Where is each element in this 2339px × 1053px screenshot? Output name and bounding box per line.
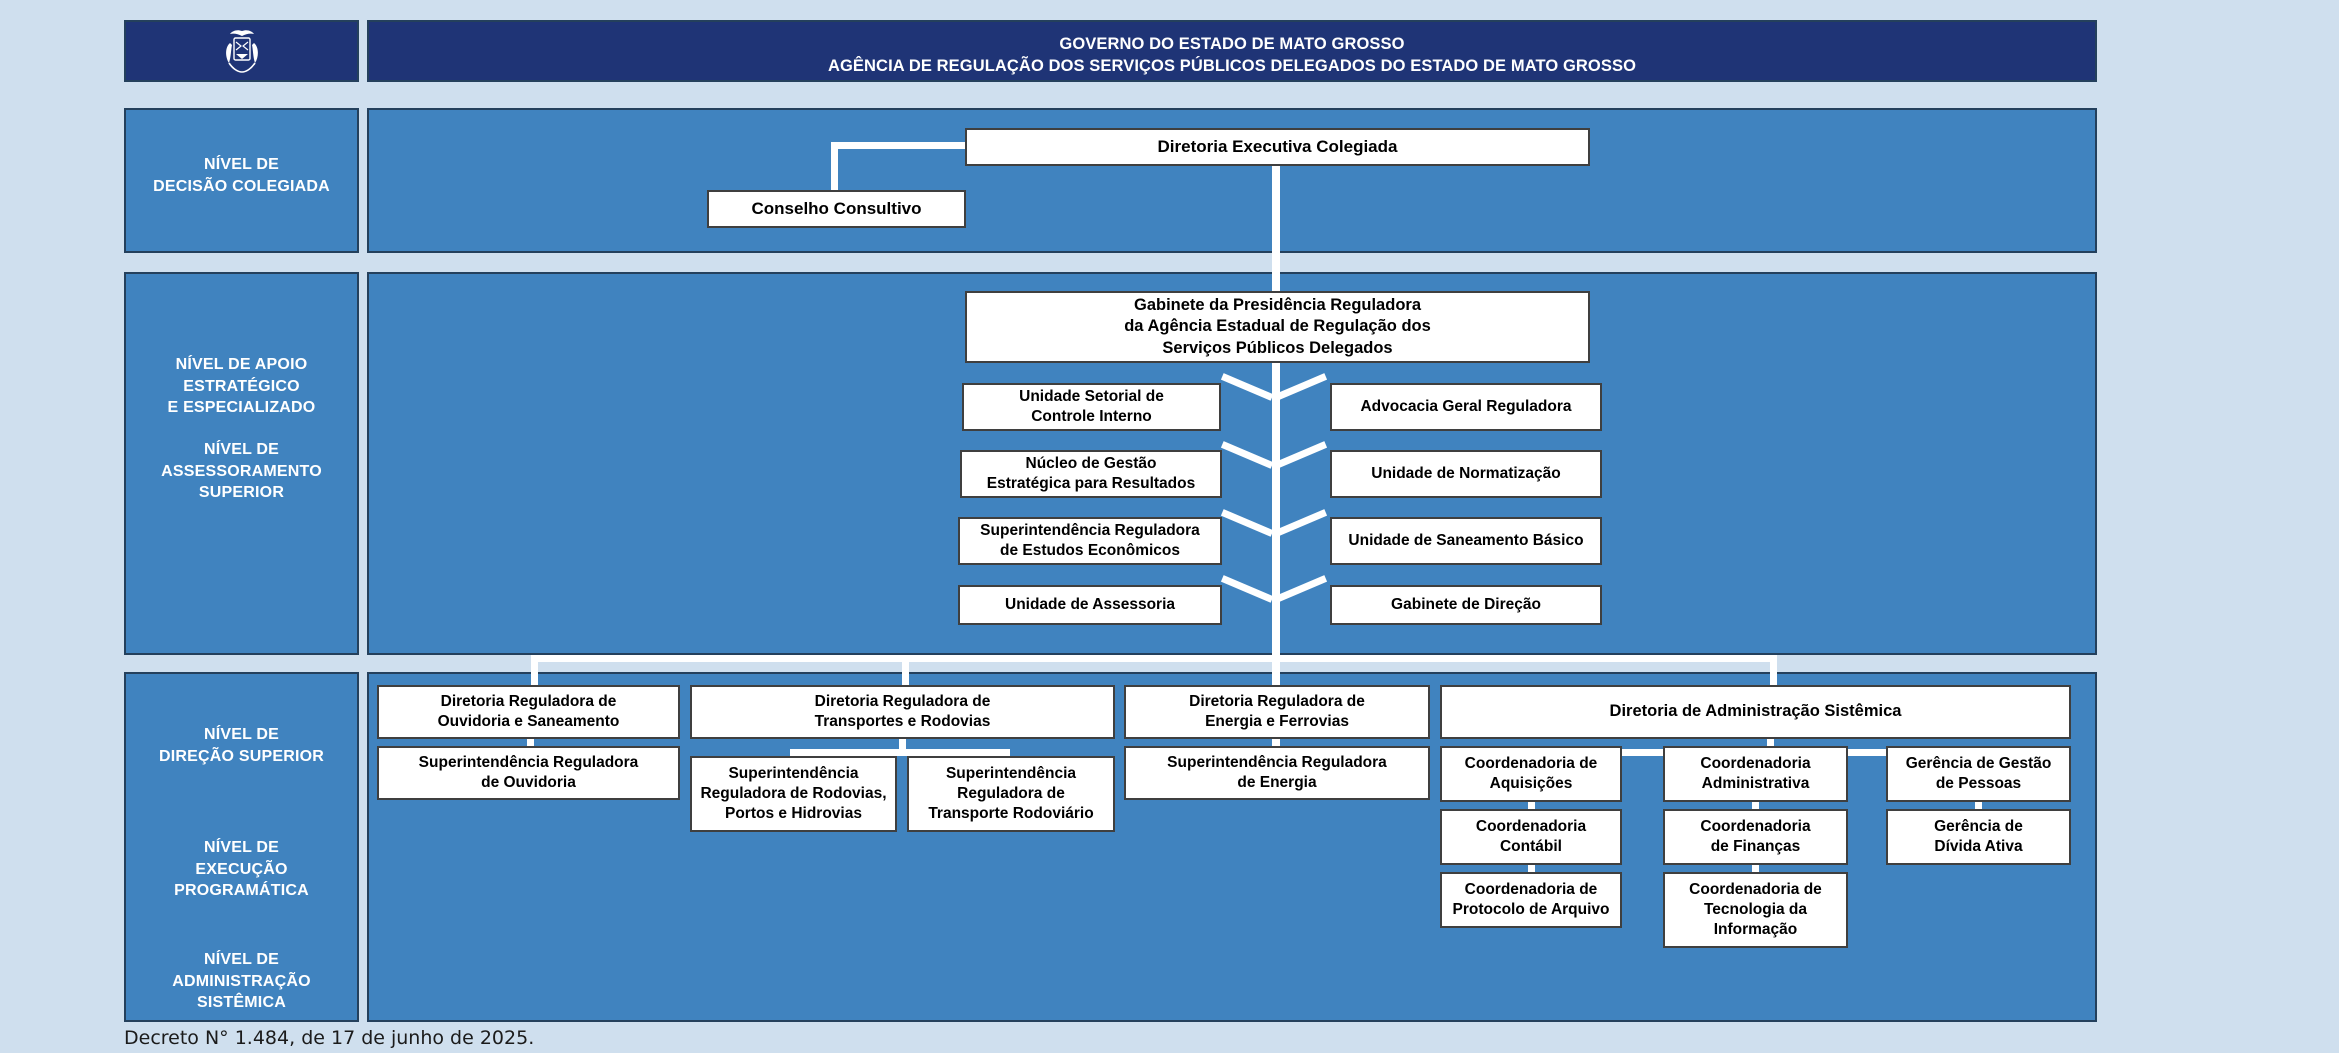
node-nucleo-gestao-estrategica[interactable]: Núcleo de Gestão Estratégica para Result… [960, 450, 1222, 498]
node-coordenadoria-administrativa[interactable]: Coordenadoria Administrativa [1663, 746, 1848, 802]
node-coordenadoria-aquisicoes[interactable]: Coordenadoria de Aquisições [1440, 746, 1622, 802]
node-unidade-assessoria[interactable]: Unidade de Assessoria [958, 585, 1222, 625]
connector-distribution-bar [531, 655, 1777, 662]
node-superintendencia-rodovias-portos-hidrovias[interactable]: Superintendência Reguladora de Rodovias,… [690, 756, 897, 832]
connector-drop-dir-ouvidoria [531, 655, 538, 695]
level-label-execucao: NÍVEL DE EXECUÇÃO PROGRAMÁTICA [174, 839, 309, 900]
decree-footnote: Decreto N° 1.484, de 17 de junho de 2025… [124, 1027, 535, 1049]
connector-trunk-executiva-to-gabinete [1272, 165, 1280, 295]
header-title-panel: GOVERNO DO ESTADO DE MATO GROSSO AGÊNCIA… [367, 20, 2097, 82]
node-superintendencia-estudos-economicos[interactable]: Superintendência Reguladora de Estudos E… [958, 517, 1222, 565]
header-line-2: AGÊNCIA DE REGULAÇÃO DOS SERVIÇOS PÚBLIC… [827, 57, 1637, 75]
node-gabinete-presidencia[interactable]: Gabinete da Presidência Reguladora da Ag… [965, 291, 1590, 363]
node-coordenadoria-protocolo-arquivo[interactable]: Coordenadoria de Protocolo de Arquivo [1440, 872, 1622, 928]
connector-executiva-to-conselho-horizontal [831, 142, 971, 149]
node-diretoria-transportes-rodovias[interactable]: Diretoria Reguladora de Transportes e Ro… [690, 685, 1115, 739]
level-label-direcao: NÍVEL DE DIREÇÃO SUPERIOR [159, 726, 324, 765]
node-diretoria-energia-ferrovias[interactable]: Diretoria Reguladora de Energia e Ferrov… [1124, 685, 1430, 739]
node-unidade-setorial-controle-interno[interactable]: Unidade Setorial de Controle Interno [962, 383, 1221, 431]
node-diretoria-ouvidoria-saneamento[interactable]: Diretoria Reguladora de Ouvidoria e Sane… [377, 685, 680, 739]
level-label-apoio: NÍVEL DE APOIO ESTRATÉGICO E ESPECIALIZA… [167, 356, 316, 417]
node-diretoria-administracao-sistemica[interactable]: Diretoria de Administração Sistêmica [1440, 685, 2071, 739]
connector-transportes-split-vertical [899, 739, 906, 755]
level-label-panel-apoio: NÍVEL DE APOIO ESTRATÉGICO E ESPECIALIZA… [124, 272, 359, 655]
level-label-decisao: NÍVEL DE DECISÃO COLEGIADA [153, 156, 330, 195]
connector-transportes-split-horizontal [790, 749, 1010, 756]
connector-contabil-to-protocolo [1528, 863, 1535, 877]
header-line-1: GOVERNO DO ESTADO DE MATO GROSSO [1059, 35, 1405, 53]
connector-gestao-pessoas-to-divida-ativa [1975, 800, 1982, 814]
node-coordenadoria-tecnologia-informacao[interactable]: Coordenadoria de Tecnologia da Informaçã… [1663, 872, 1848, 948]
node-unidade-normatizacao[interactable]: Unidade de Normatização [1330, 450, 1602, 498]
connector-trunk-support-level [1272, 363, 1280, 660]
node-superintendencia-ouvidoria[interactable]: Superintendência Reguladora de Ouvidoria [377, 746, 680, 800]
connector-financas-to-tecnologia [1752, 863, 1759, 877]
node-superintendencia-transporte-rodoviario[interactable]: Superintendência Reguladora de Transport… [907, 756, 1115, 832]
node-gerencia-gestao-pessoas[interactable]: Gerência de Gestão de Pessoas [1886, 746, 2071, 802]
connector-executiva-to-conselho-vertical [831, 142, 838, 210]
connector-drop-dir-transportes [902, 655, 909, 695]
node-conselho-consultivo[interactable]: Conselho Consultivo [707, 190, 966, 228]
node-superintendencia-energia[interactable]: Superintendência Reguladora de Energia [1124, 746, 1430, 800]
connector-aquisicoes-to-contabil [1528, 800, 1535, 814]
level-label-assessoramento: NÍVEL DE ASSESSORAMENTO SUPERIOR [161, 441, 322, 502]
node-diretoria-executiva-colegiada[interactable]: Diretoria Executiva Colegiada [965, 128, 1590, 166]
connector-drop-dir-administracao [1770, 655, 1777, 695]
connector-drop-dir-energia [1272, 655, 1280, 695]
level-label-panel-decisao: NÍVEL DE DECISÃO COLEGIADA [124, 108, 359, 253]
node-unidade-saneamento-basico[interactable]: Unidade de Saneamento Básico [1330, 517, 1602, 565]
node-advocacia-geral-reguladora[interactable]: Advocacia Geral Reguladora [1330, 383, 1602, 431]
connector-administrativa-to-financas [1752, 800, 1759, 814]
node-coordenadoria-contabil[interactable]: Coordenadoria Contábil [1440, 809, 1622, 865]
level-label-panel-direcao: NÍVEL DE DIREÇÃO SUPERIOR NÍVEL DE EXECU… [124, 672, 359, 1022]
node-coordenadoria-financas[interactable]: Coordenadoria de Finanças [1663, 809, 1848, 865]
node-gabinete-direcao[interactable]: Gabinete de Direção [1330, 585, 1602, 625]
mato-grosso-coat-of-arms-icon [225, 30, 258, 73]
node-gerencia-divida-ativa[interactable]: Gerência de Dívida Ativa [1886, 809, 2071, 865]
level-label-administracao: NÍVEL DE ADMINISTRAÇÃO SISTÊMICA [172, 951, 311, 1012]
crest-panel [124, 20, 359, 82]
